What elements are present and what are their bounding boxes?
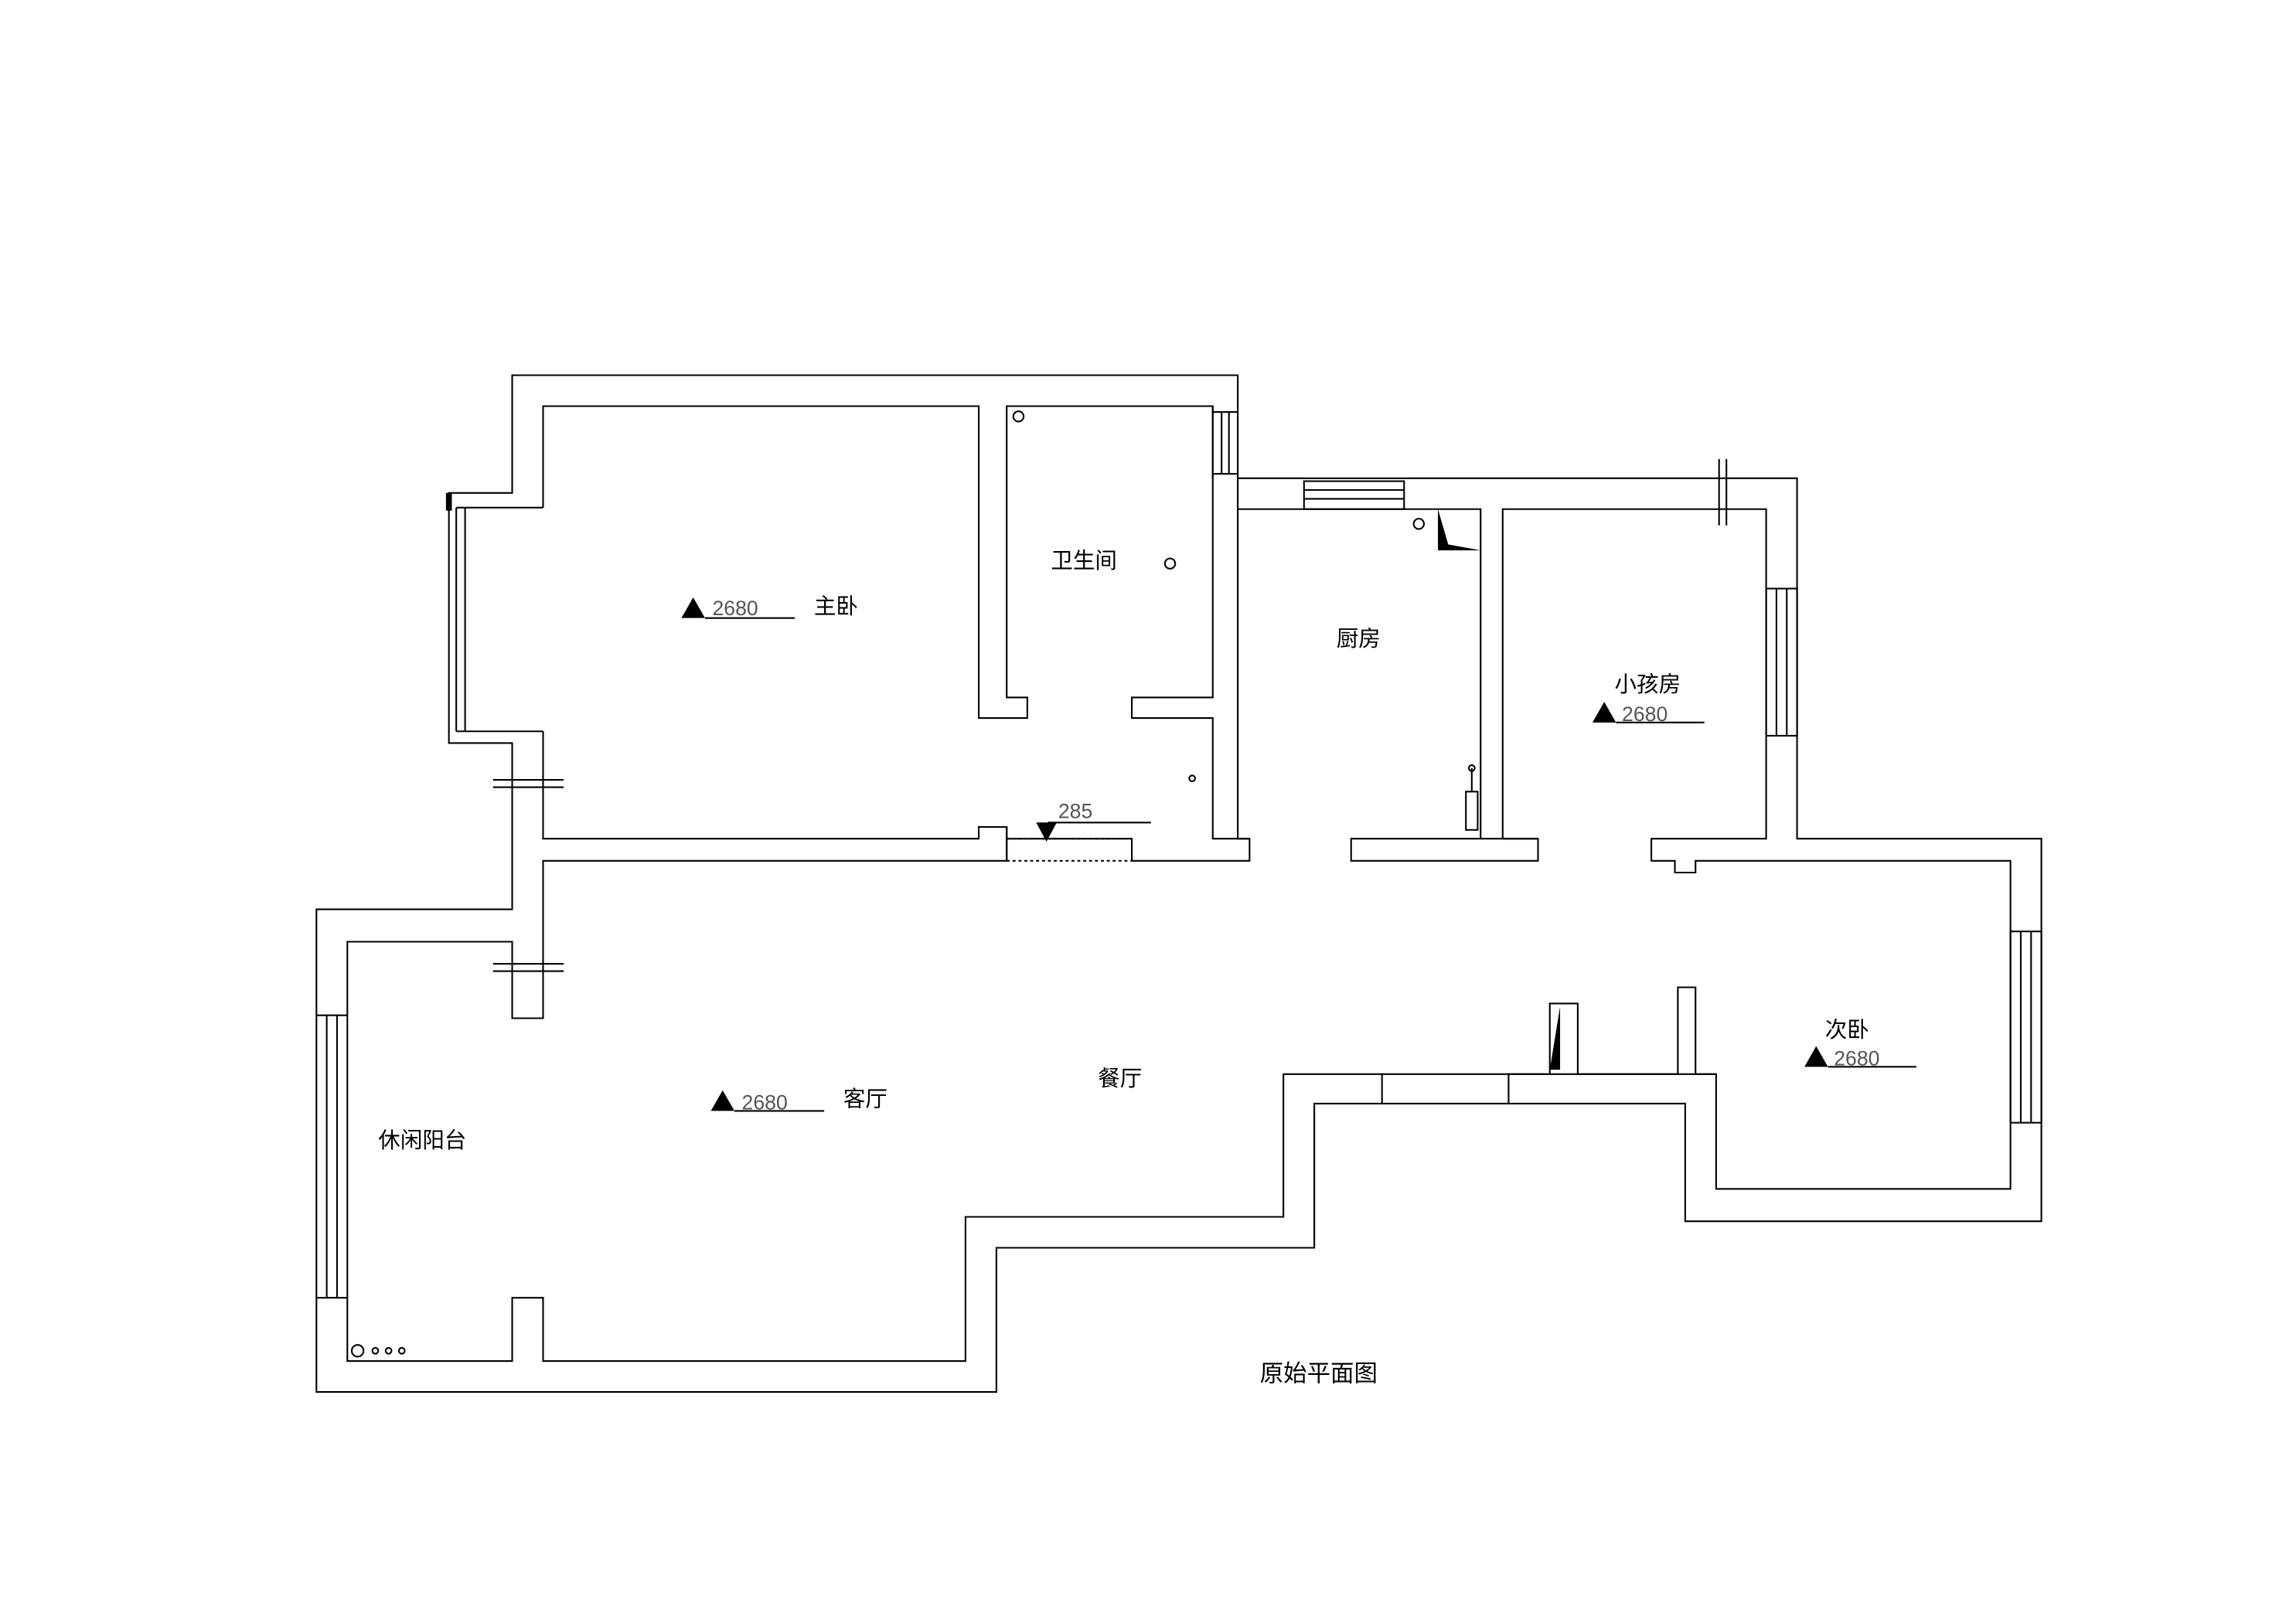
master-bedroom-wall <box>346 405 1547 1363</box>
svg-text:285: 285 <box>1058 800 1092 823</box>
outer-wall <box>315 374 2042 1393</box>
svg-text:客厅: 客厅 <box>843 1086 887 1112</box>
kitchen-wall <box>1237 478 1539 862</box>
living-room-label: 2680 客厅 <box>710 1086 887 1114</box>
bathroom-label: 卫生间 <box>1051 547 1117 573</box>
kids-room-window <box>1765 587 1798 737</box>
second-bedroom-label: 次卧 2680 <box>1804 1016 1916 1070</box>
master-bedroom-label: 2680 主卧 <box>681 593 858 620</box>
drawing-title: 原始平面图 <box>1260 1361 1378 1388</box>
dining-room-label: 餐厅 <box>1098 1065 1142 1091</box>
svg-text:次卧: 次卧 <box>1825 1016 1869 1043</box>
balcony-label: 休闲阳台 <box>378 1127 466 1153</box>
svg-text:主卧: 主卧 <box>814 593 858 619</box>
bay-window <box>445 492 543 733</box>
balcony-window <box>316 1014 348 1299</box>
kids-room-wall <box>1501 508 2012 1190</box>
svg-text:小孩房: 小孩房 <box>1615 671 1681 697</box>
bathroom-window <box>1211 406 1238 478</box>
flue-icon <box>1438 509 1481 551</box>
kids-room-label: 小孩房 2680 <box>1592 671 1705 726</box>
kitchen-label: 厨房 <box>1337 625 1381 652</box>
level-marker: 285 <box>1036 800 1151 842</box>
level-triangle-icon <box>681 597 705 618</box>
kitchen-window <box>1303 480 1405 510</box>
svg-text:2680: 2680 <box>712 597 758 620</box>
second-bedroom-window <box>2009 931 2042 1124</box>
